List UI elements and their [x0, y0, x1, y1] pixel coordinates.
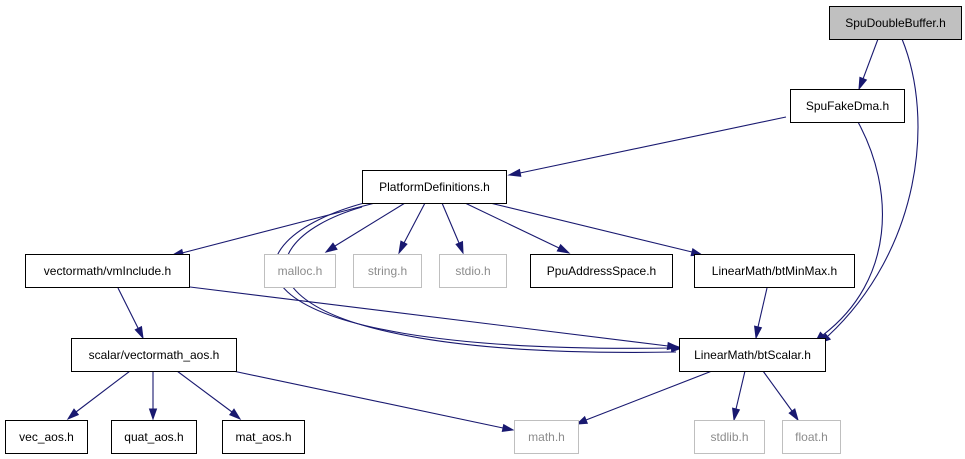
- node-spudoublebuffer[interactable]: SpuDoubleBuffer.h: [829, 6, 962, 40]
- nodes-layer: SpuDoubleBuffer.h SpuFakeDma.h PlatformD…: [5, 6, 962, 454]
- edge-vectormath_aos-quat_aos: [148, 371, 158, 421]
- edge-vminclude-btscalar: [189, 286, 680, 351]
- node-label: SpuDoubleBuffer.h: [845, 16, 946, 30]
- node-stdlib[interactable]: stdlib.h: [694, 420, 765, 454]
- node-string[interactable]: string.h: [353, 254, 422, 288]
- node-label: malloc.h: [278, 264, 323, 278]
- node-btminmax[interactable]: LinearMath/btMinMax.h: [694, 254, 855, 288]
- edge-vectormath_aos-mat_aos: [176, 370, 242, 421]
- node-ppuaddressspace[interactable]: PpuAddressSpace.h: [530, 254, 673, 288]
- node-vminclude[interactable]: vectormath/vmInclude.h: [25, 254, 190, 288]
- node-math[interactable]: math.h: [514, 420, 579, 454]
- node-label: float.h: [795, 430, 828, 444]
- edge-platformdefinitions-malloc: [324, 202, 406, 253]
- edge-btscalar-float: [762, 370, 799, 422]
- edge-spufakedma-btscalar: [813, 121, 883, 345]
- edge-spudoublebuffer-btscalar: [817, 38, 919, 344]
- edge-platformdefinitions-string: [398, 202, 426, 255]
- node-label: scalar/vectormath_aos.h: [89, 348, 220, 362]
- edge-vminclude-vectormath_aos: [117, 287, 144, 340]
- node-malloc[interactable]: malloc.h: [264, 254, 336, 288]
- node-label: string.h: [368, 264, 407, 278]
- edge-spufakedma-platformdefinitions: [507, 116, 787, 177]
- node-label: math.h: [528, 430, 565, 444]
- edge-btscalar-stdlib: [732, 370, 746, 422]
- edge-platformdefinitions-stdio: [441, 202, 464, 255]
- edge-platformdefinitions-vminclude: [169, 202, 376, 257]
- node-label: stdio.h: [455, 264, 490, 278]
- edge-btminmax-btscalar: [754, 287, 768, 340]
- node-label: vec_aos.h: [19, 430, 74, 444]
- node-label: LinearMath/btScalar.h: [694, 348, 811, 362]
- edge-btscalar-platformdefinitions: [285, 206, 677, 353]
- node-stdio[interactable]: stdio.h: [439, 254, 507, 288]
- node-mat_aos[interactable]: mat_aos.h: [222, 420, 305, 454]
- node-label: mat_aos.h: [235, 430, 291, 444]
- node-vec_aos[interactable]: vec_aos.h: [5, 420, 88, 454]
- edge-platformdefinitions-ppuaddressspace: [464, 202, 571, 254]
- node-quat_aos[interactable]: quat_aos.h: [111, 420, 197, 454]
- node-float[interactable]: float.h: [782, 420, 841, 454]
- node-btscalar[interactable]: LinearMath/btScalar.h: [679, 338, 826, 372]
- node-label: LinearMath/btMinMax.h: [712, 264, 837, 278]
- edge-platformdefinitions-btminmax: [489, 202, 704, 257]
- node-label: PpuAddressSpace.h: [547, 264, 656, 278]
- node-label: quat_aos.h: [124, 430, 183, 444]
- node-spufakedma[interactable]: SpuFakeDma.h: [790, 89, 905, 123]
- edge-vectormath_aos-math: [232, 370, 515, 432]
- node-label: stdlib.h: [710, 430, 748, 444]
- node-label: SpuFakeDma.h: [806, 99, 889, 113]
- node-label: PlatformDefinitions.h: [379, 180, 490, 194]
- node-vectormath_aos[interactable]: scalar/vectormath_aos.h: [71, 338, 237, 372]
- node-label: vectormath/vmInclude.h: [44, 264, 171, 278]
- edge-btscalar-math: [575, 370, 713, 425]
- edge-spudoublebuffer-spufakedma: [858, 38, 879, 91]
- edge-vectormath_aos-vec_aos: [66, 370, 131, 421]
- node-platformdefinitions[interactable]: PlatformDefinitions.h: [362, 170, 507, 204]
